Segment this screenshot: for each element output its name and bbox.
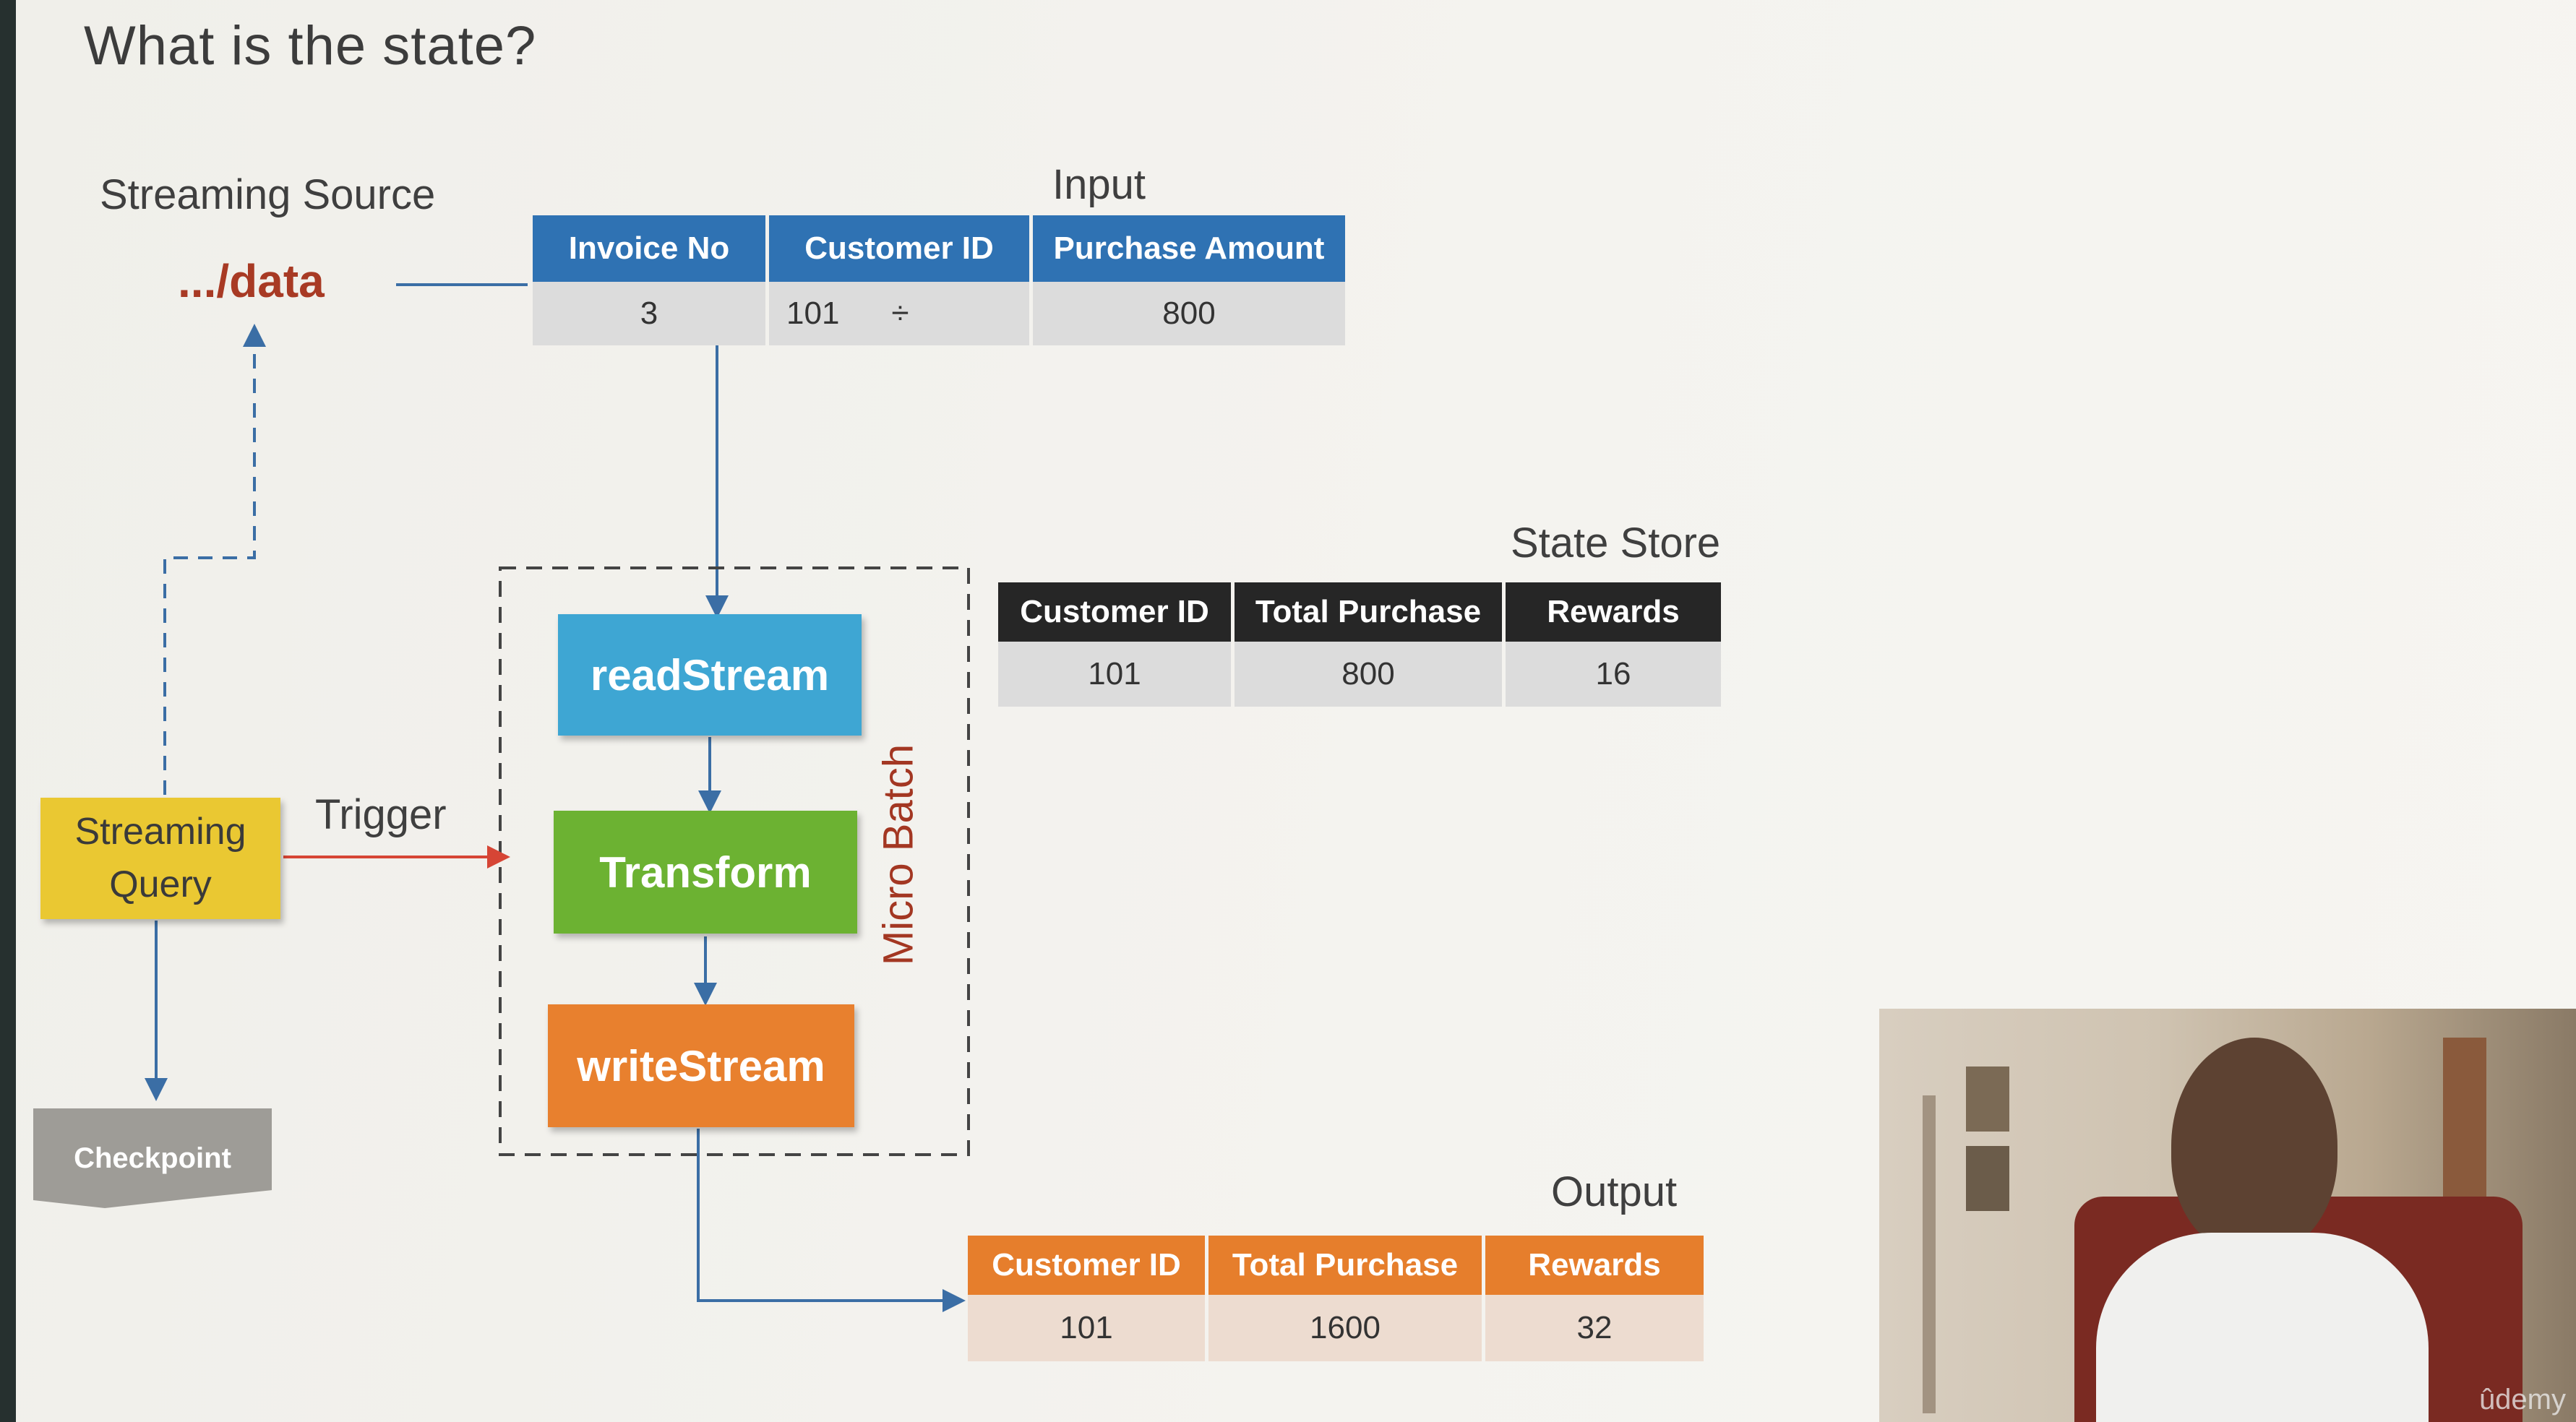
output-col-customer: Customer ID (968, 1236, 1205, 1295)
micro-batch-boundary (499, 566, 970, 1156)
writestream-box: writeStream (548, 1004, 854, 1127)
udemy-watermark: ûdemy (2478, 1384, 2566, 1415)
input-cell-invoice: 3 (533, 282, 765, 345)
presenter-video: ûdemy (1879, 1009, 2576, 1422)
screen-bezel (0, 0, 16, 1422)
micro-batch-label: Micro Batch (875, 744, 922, 966)
state-col-total: Total Purchase (1235, 582, 1502, 642)
transform-box: Transform (554, 811, 857, 934)
output-col-total: Total Purchase (1208, 1236, 1482, 1295)
trigger-label: Trigger (315, 791, 447, 838)
streaming-source-path: .../data (178, 255, 325, 307)
state-store-label: State Store (1511, 520, 1721, 566)
input-table: Invoice No Customer ID Purchase Amount 3… (529, 215, 1349, 345)
input-col-invoice: Invoice No (533, 215, 765, 282)
state-cell-customer: 101 (998, 642, 1231, 707)
streaming-query-line1: Streaming (74, 811, 246, 853)
state-cell-rewards: 16 (1506, 642, 1721, 707)
query-to-source-dashed-arrow (163, 324, 266, 795)
input-col-customer: Customer ID (769, 215, 1029, 282)
input-col-amount: Purchase Amount (1033, 215, 1345, 282)
page-title: What is the state? (84, 15, 537, 77)
output-label: Output (1551, 1168, 1678, 1215)
readstream-box: readStream (558, 614, 862, 736)
input-label: Input (1052, 161, 1146, 208)
output-cell-customer: 101 (968, 1295, 1205, 1361)
output-table: Customer ID Total Purchase Rewards 101 1… (964, 1236, 1707, 1361)
state-col-customer: Customer ID (998, 582, 1231, 642)
state-col-rewards: Rewards (1506, 582, 1721, 642)
streaming-source-label: Streaming Source (100, 171, 436, 218)
state-cell-total: 800 (1235, 642, 1502, 707)
checkpoint-box: Checkpoint (33, 1108, 272, 1208)
writestream-to-output-arrow (697, 1129, 966, 1312)
streaming-query-line2: Query (109, 863, 212, 905)
output-col-rewards: Rewards (1485, 1236, 1704, 1295)
input-cell-customer: 101÷ (769, 282, 1029, 345)
output-cell-total: 1600 (1208, 1295, 1482, 1361)
input-cell-amount: 800 (1033, 282, 1345, 345)
output-cell-rewards: 32 (1485, 1295, 1704, 1361)
resize-cursor-icon: ÷ (891, 296, 909, 331)
state-store-table: Customer ID Total Purchase Rewards 101 8… (995, 582, 1725, 707)
streaming-query-box: Streaming Query (40, 798, 280, 919)
